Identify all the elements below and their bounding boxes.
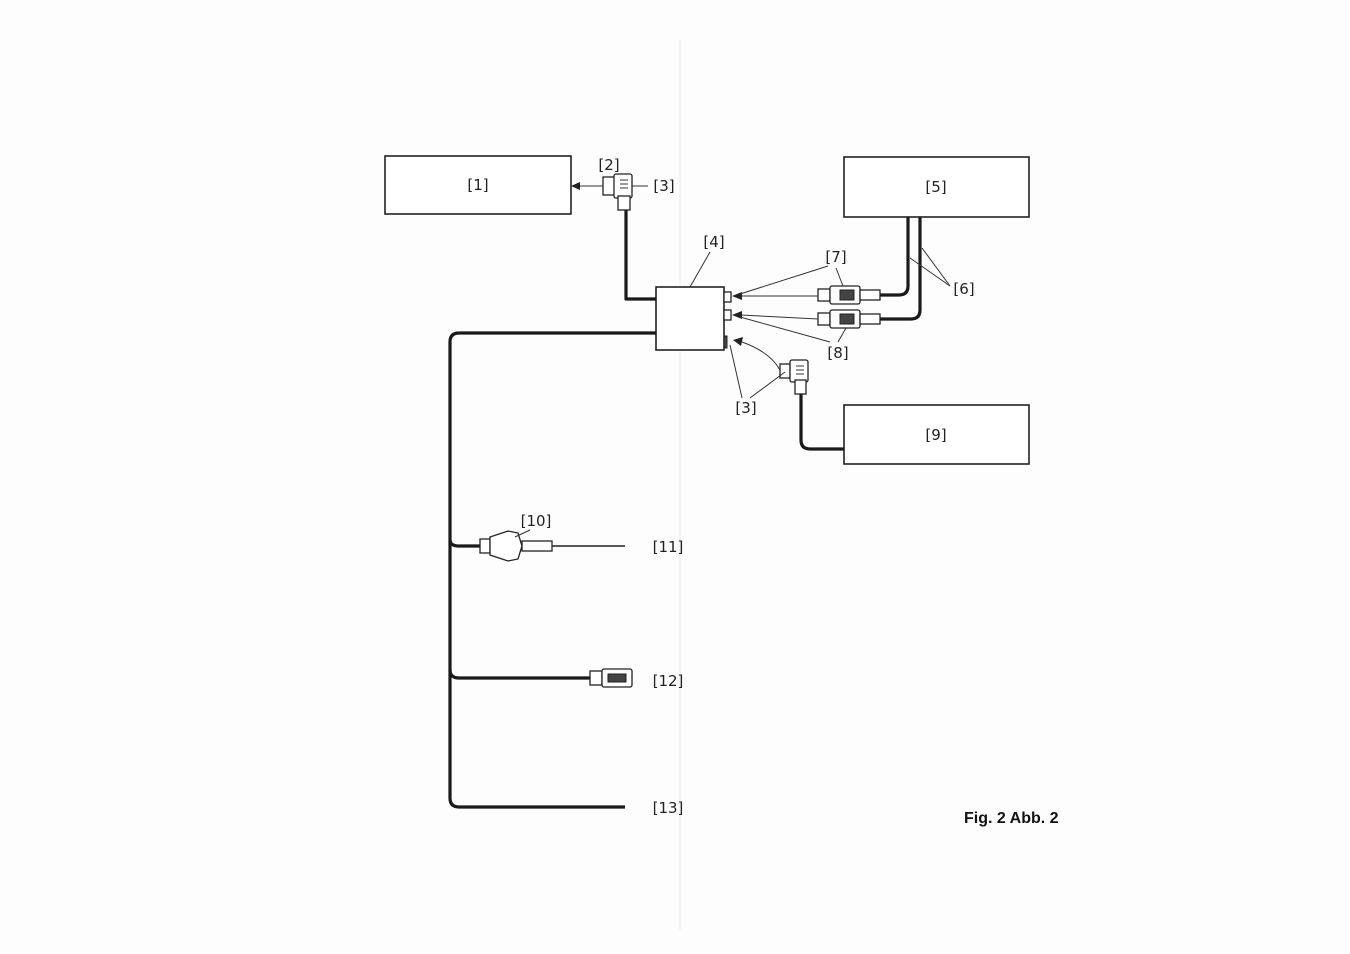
rca-plug-8-sleeve [859, 313, 881, 325]
label-10: [10] [521, 512, 552, 530]
leader-4 [689, 251, 711, 288]
plug-housing-3 [613, 173, 633, 199]
label-9: [9] [925, 426, 946, 444]
plug-2 [602, 176, 616, 196]
unit-9-box [843, 404, 1030, 465]
arrowhead-plug-3b [733, 337, 743, 346]
label-12: [12] [653, 672, 684, 690]
label-3b: [3] [735, 399, 756, 417]
fuse-holder-10 [489, 530, 523, 562]
unit-1-box [384, 155, 572, 215]
fuse-holder-body [521, 540, 553, 552]
cable-adapter-to-unit-1 [624, 210, 656, 301]
rca-plug-8-grip [839, 313, 855, 325]
leader-3b-b [749, 371, 786, 399]
fuse-holder-cap [479, 538, 491, 554]
plug-3b-tip [779, 363, 791, 379]
label-7: [7] [825, 248, 846, 266]
plug-3b-housing [789, 359, 809, 383]
label-4: [4] [703, 233, 724, 251]
cable-rca-8 [880, 217, 922, 321]
adapter-socket-side [723, 335, 728, 349]
rca-plug-8-tip [817, 312, 831, 326]
leader-6b [921, 247, 951, 287]
leader-7b [835, 267, 844, 287]
adapter-socket-top [723, 291, 732, 303]
arrow-plug-3b-to-adapter [741, 341, 781, 371]
cable-main-trunk [448, 331, 656, 809]
plug-3b-strain-relief [794, 379, 807, 395]
arrowhead-to-unit-1 [571, 182, 580, 190]
arrowhead-rca-7 [732, 292, 742, 300]
leader-10 [514, 529, 531, 538]
connector-12-contact [607, 673, 627, 683]
cable-rca-7 [880, 217, 910, 297]
arrow-rca-8-to-adapter [739, 314, 819, 320]
rca-plug-7-tip [817, 288, 831, 302]
label-1: [1] [467, 176, 488, 194]
leader-6a [909, 257, 951, 287]
label-11: [11] [653, 538, 684, 556]
leader-3b-a [729, 344, 743, 399]
label-13: [13] [653, 799, 684, 817]
connector-12-collar [589, 670, 603, 686]
cable-unit-9 [799, 394, 844, 451]
cable-branch-10 [448, 539, 480, 548]
leader-8b [837, 327, 847, 343]
label-6: [6] [953, 280, 974, 298]
cable-branch-12 [448, 669, 590, 680]
label-5: [5] [925, 178, 946, 196]
rca-plug-7-sleeve [859, 289, 881, 301]
figure-caption: Fig. 2 Abb. 2 [964, 810, 1059, 827]
arrowhead-rca-8 [732, 311, 742, 319]
label-3a: [3] [653, 177, 674, 195]
leader-8a [739, 316, 831, 343]
adapter-4-box [655, 286, 725, 351]
label-8: [8] [827, 344, 848, 362]
label-2: [2] [598, 156, 619, 174]
rca-plug-7-grip [839, 289, 855, 301]
unit-5-box [843, 156, 1030, 218]
leader-7a [739, 265, 829, 295]
adapter-socket-bottom [723, 309, 732, 321]
plug-strain-relief [617, 195, 631, 211]
